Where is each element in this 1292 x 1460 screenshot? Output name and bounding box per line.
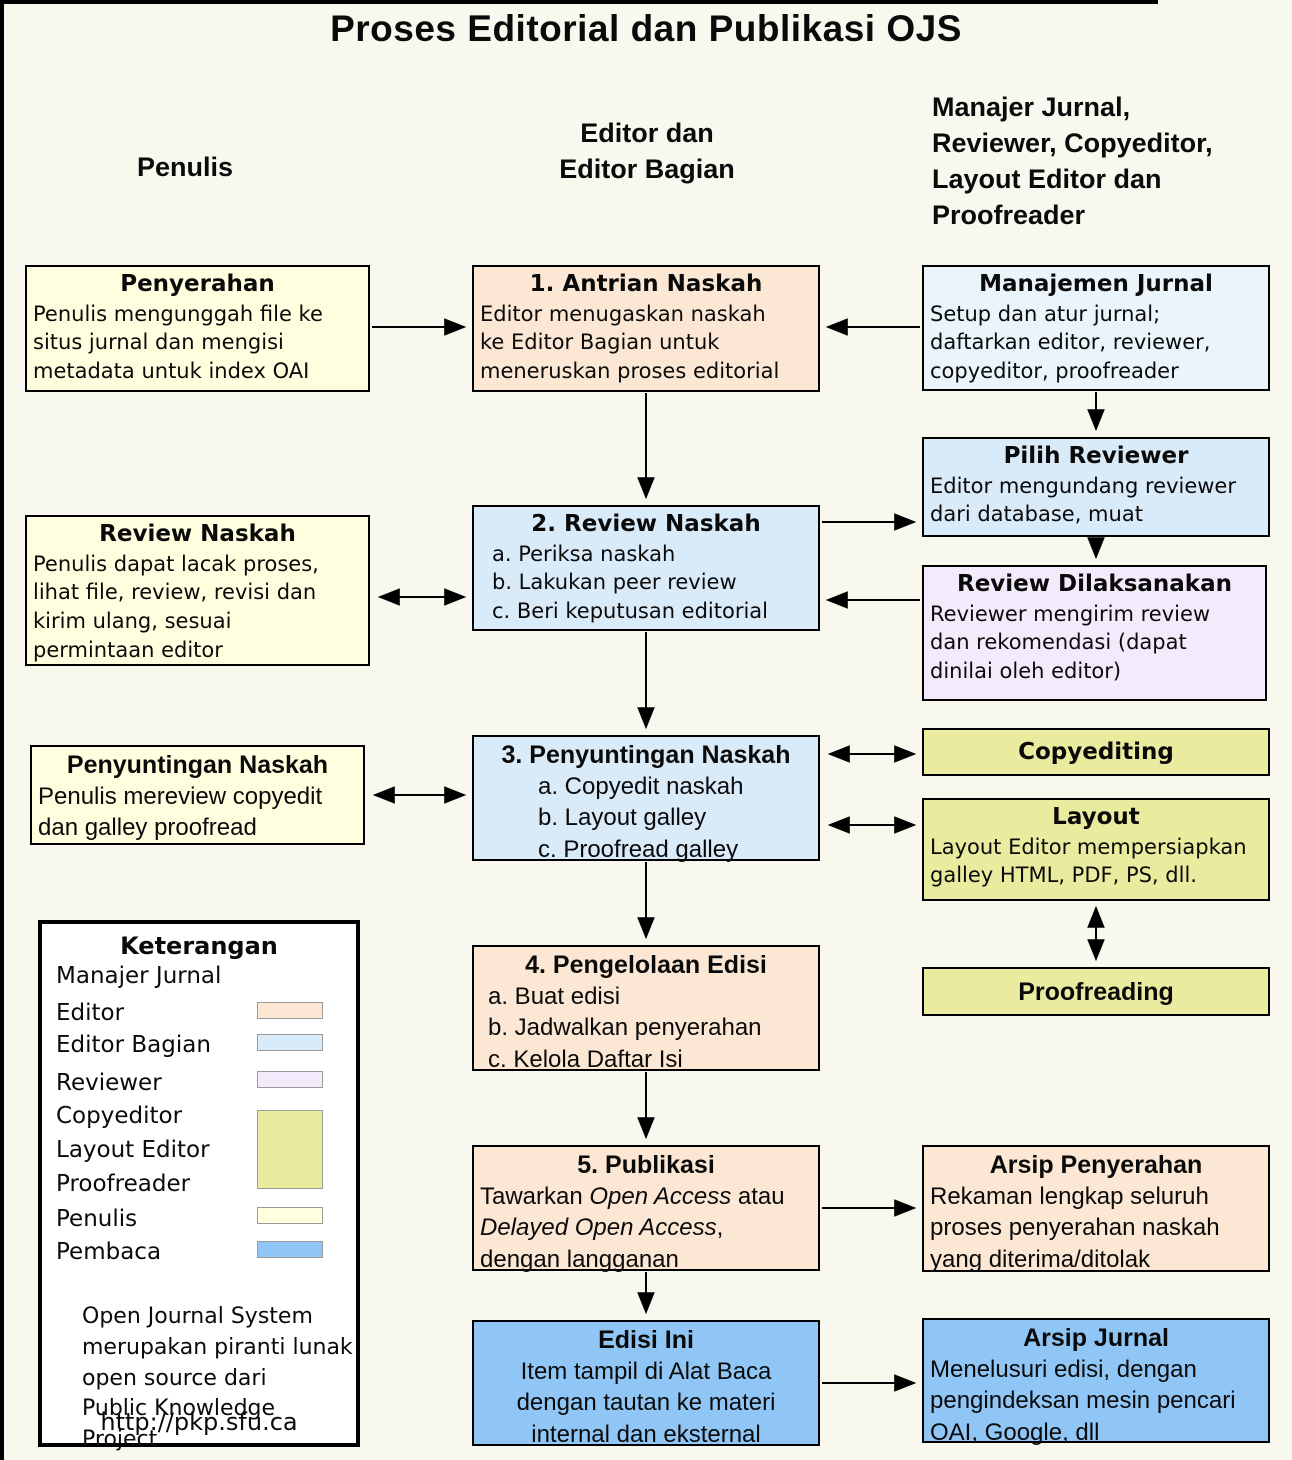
box-title: Pilih Reviewer (1003, 443, 1189, 469)
box-title: Proofreading (1018, 978, 1174, 1006)
flow-box-arsip-jurnal: Arsip Jurnal Menelusuri edisi, dengan pe… (922, 1318, 1270, 1446)
box-body: Tawarkan Open Access atau Delayed Open A… (480, 1181, 812, 1275)
italic-delayed-open-access: Delayed Open Access (480, 1214, 717, 1242)
legend-label-penulis: Penulis (56, 1206, 138, 1232)
flow-box-penyuntingan-naskah-penulis: Penyuntingan Naskah Penulis mereview cop… (30, 745, 365, 845)
legend-url: http://pkp.sfu.ca (100, 1408, 298, 1436)
body-text: atau (737, 1183, 785, 1211)
box-title: Arsip Jurnal (1023, 1324, 1169, 1352)
legend-label-copyeditor: Copyeditor (56, 1103, 183, 1129)
legend-swatch-copyeditor-layout-proofreader (257, 1110, 323, 1189)
box-title: 5. Publikasi (577, 1151, 715, 1179)
box-body: Penulis mengunggah file ke situs jurnal … (33, 301, 323, 383)
box-title: 3. Penyuntingan Naskah (501, 741, 791, 769)
box-body: Rekaman lengkap seluruh proses penyeraha… (930, 1183, 1220, 1273)
body-text: , dengan langganan (480, 1214, 724, 1273)
legend-label-editor-bagian: Editor Bagian (56, 1032, 211, 1058)
legend-swatch-editor-bagian (257, 1034, 323, 1051)
box-title: Review Dilaksanakan (956, 571, 1232, 597)
box-title: 2. Review Naskah (531, 511, 761, 537)
box-body: Menelusuri edisi, dengan pengindeksan me… (930, 1356, 1236, 1446)
flow-box-pilih-reviewer: Pilih Reviewer Editor mengundang reviewe… (922, 437, 1270, 537)
box-body: Setup dan atur jurnal; daftarkan editor,… (930, 301, 1211, 383)
box-body: a. Copyedit naskah b. Layout galley c. P… (538, 773, 744, 863)
box-body: a. Periksa naskah b. Lakukan peer review… (492, 541, 769, 623)
box-title: Manajemen Jurnal (979, 271, 1213, 297)
flow-box-publikasi: 5. Publikasi Tawarkan Open Access atau D… (472, 1145, 820, 1273)
italic-open-access: Open Access (589, 1183, 732, 1211)
legend-label-reviewer: Reviewer (56, 1070, 162, 1096)
box-body: Reviewer mengirim review dan rekomendasi… (930, 601, 1211, 683)
legend: Keterangan Manajer Jurnal Editor Editor … (38, 920, 360, 1452)
box-body: Editor menugaskan naskah ke Editor Bagia… (480, 301, 780, 383)
box-body: Editor mengundang reviewer dari database… (930, 473, 1236, 527)
box-title: 4. Pengelolaan Edisi (525, 951, 767, 979)
legend-title: Keterangan (120, 932, 278, 960)
flow-box-copyediting: Copyediting (922, 728, 1270, 776)
legend-label-manajer-jurnal: Manajer Jurnal (56, 963, 222, 989)
page-border-left (0, 0, 4, 1460)
box-title: Review Naskah (99, 521, 296, 547)
legend-label-pembaca: Pembaca (56, 1239, 162, 1265)
flow-box-layout: Layout Layout Editor mempersiapkan galle… (922, 798, 1270, 901)
legend-swatch-editor (257, 1002, 323, 1019)
flow-box-antrian-naskah: 1. Antrian Naskah Editor menugaskan nask… (472, 265, 820, 392)
column-header-editor: Editor dan Editor Bagian (559, 118, 735, 184)
legend-note: Open Journal System merupakan piranti lu… (82, 1304, 353, 1453)
box-title: Copyediting (1018, 739, 1174, 765)
flow-box-penyuntingan-naskah: 3. Penyuntingan Naskah a. Copyedit naska… (472, 735, 820, 863)
flow-box-pengelolaan-edisi: 4. Pengelolaan Edisi a. Buat edisi b. Ja… (472, 945, 820, 1073)
legend-swatch-pembaca (257, 1241, 323, 1258)
box-body: a. Buat edisi b. Jadwalkan penyerahan c.… (488, 983, 762, 1073)
flow-box-review-naskah: 2. Review Naskah a. Periksa naskah b. La… (472, 505, 820, 631)
column-header-manajer: Manajer Jurnal, Reviewer, Copyeditor, La… (932, 92, 1213, 230)
page-title: Proses Editorial dan Publikasi OJS (330, 8, 962, 49)
body-text: Tawarkan (480, 1183, 590, 1211)
box-title: Arsip Penyerahan (989, 1151, 1203, 1179)
flow-box-arsip-penyerahan: Arsip Penyerahan Rekaman lengkap seluruh… (922, 1145, 1270, 1273)
box-title: Penyerahan (120, 271, 275, 297)
legend-swatch-penulis (257, 1207, 323, 1224)
legend-label-editor: Editor (56, 1000, 125, 1026)
flow-box-review-naskah-penulis: Review Naskah Penulis dapat lacak proses… (25, 515, 370, 666)
column-header-penulis: Penulis (136, 152, 234, 182)
box-body: Layout Editor mempersiapkan galley HTML,… (930, 834, 1247, 888)
box-body: Penulis mereview copyedit dan galley pro… (38, 783, 323, 842)
flow-box-review-dilaksanakan: Review Dilaksanakan Reviewer mengirim re… (922, 565, 1267, 701)
box-body: Penulis dapat lacak proses, lihat file, … (33, 551, 319, 662)
page-border-top (0, 0, 1158, 4)
legend-label-proofreader: Proofreader (56, 1171, 191, 1197)
box-title: Layout (1052, 804, 1140, 830)
box-title: Penyuntingan Naskah (66, 751, 329, 779)
flow-box-proofreading: Proofreading (922, 967, 1270, 1016)
flow-box-penyerahan: Penyerahan Penulis mengunggah file ke si… (25, 265, 370, 392)
legend-label-layout-editor: Layout Editor (56, 1137, 210, 1163)
flow-box-edisi-ini: Edisi Ini Item tampil di Alat Baca denga… (472, 1320, 820, 1448)
box-title: 1. Antrian Naskah (529, 271, 763, 297)
flow-box-manajemen-jurnal: Manajemen Jurnal Setup dan atur jurnal; … (922, 265, 1270, 391)
legend-swatch-reviewer (257, 1071, 323, 1088)
box-title: Edisi Ini (598, 1326, 694, 1354)
box-body: Item tampil di Alat Baca dengan tautan k… (516, 1358, 776, 1448)
